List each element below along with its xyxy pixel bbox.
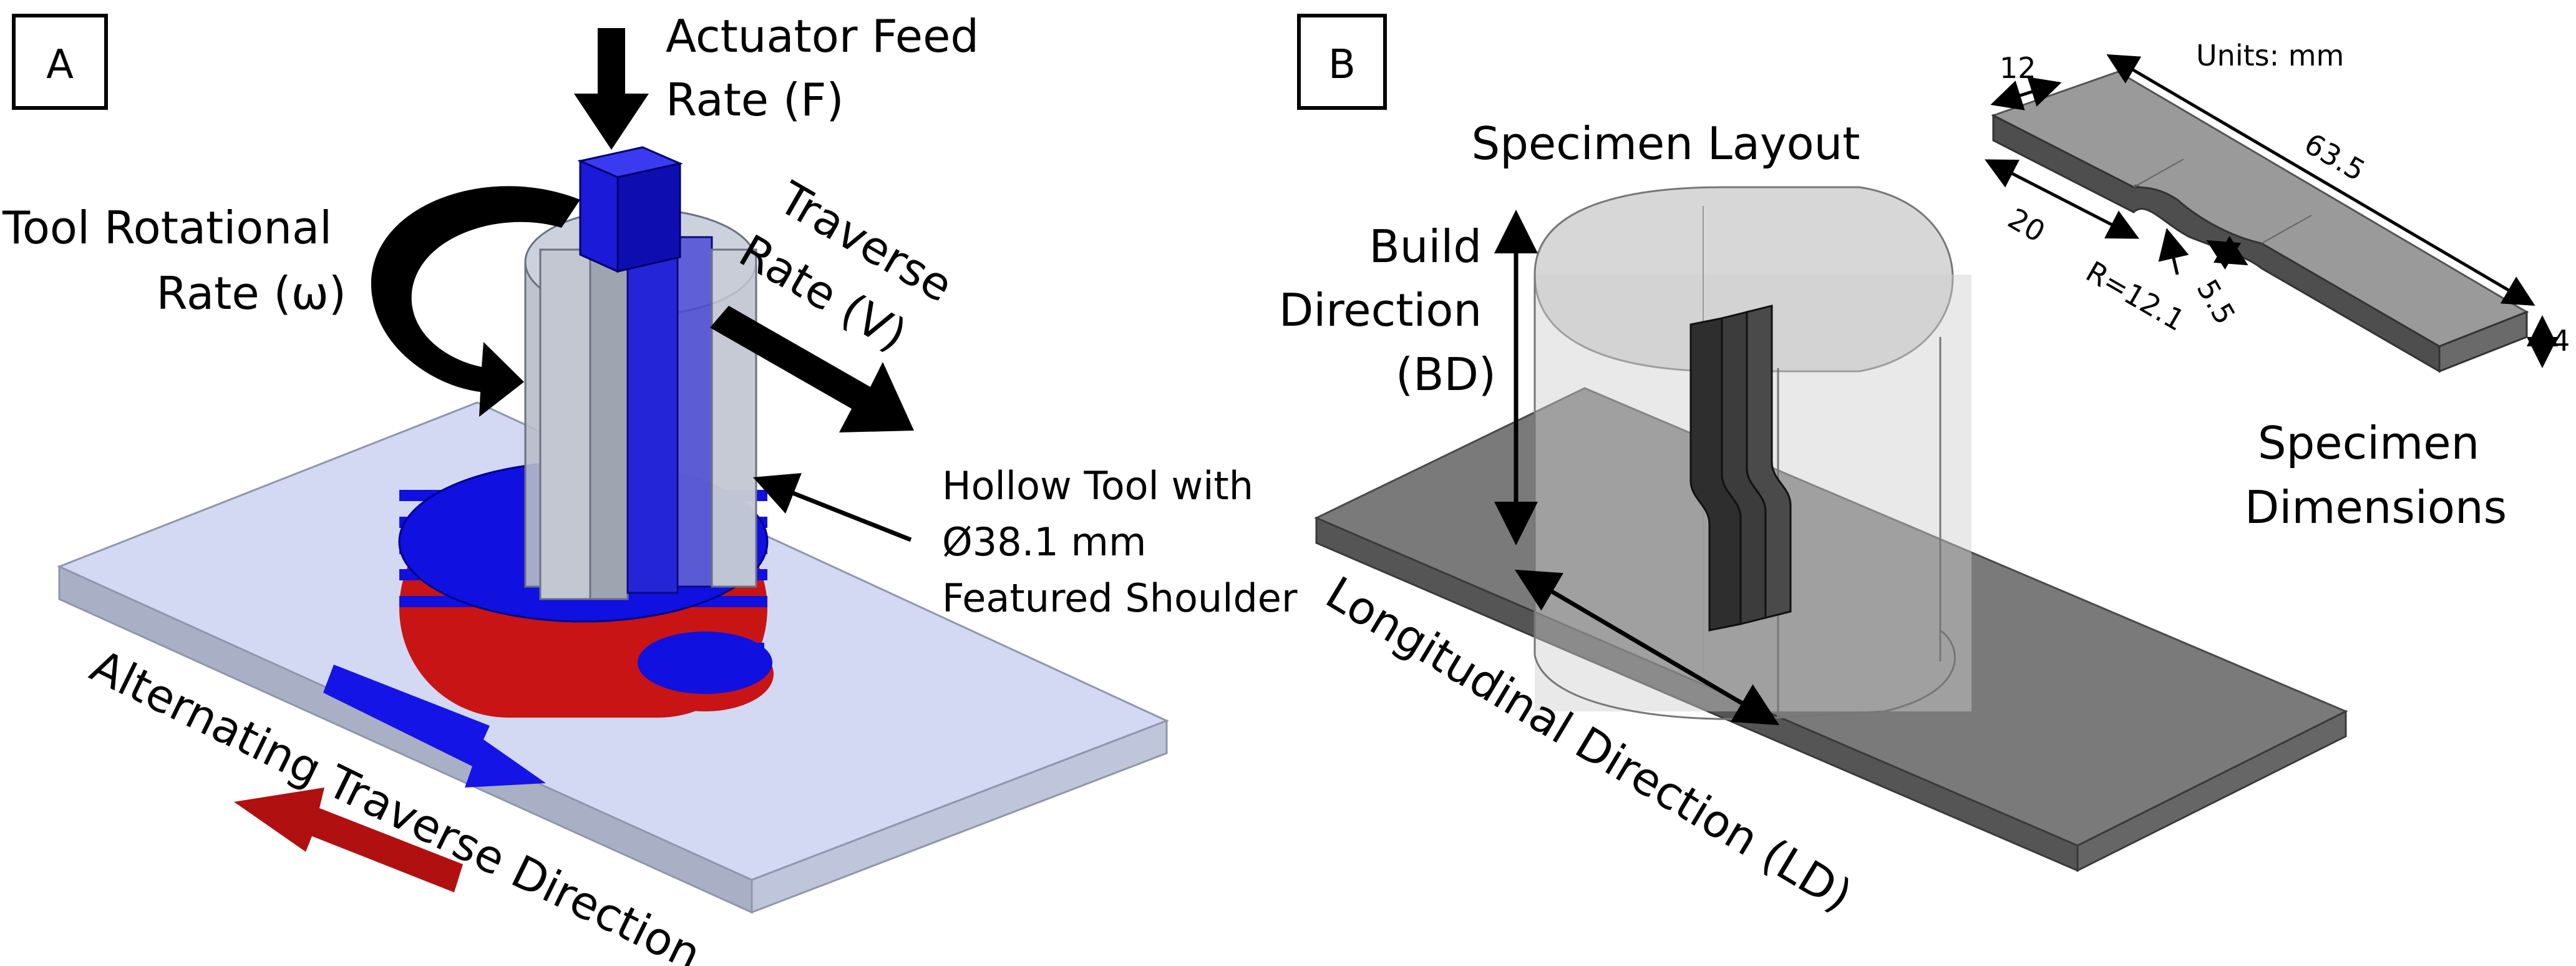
- panel-b: B Specimen Layout Build: [1279, 14, 2570, 922]
- hollow-tool-label: Hollow Tool with Ø38.1 mm Featured Shoul…: [942, 463, 1298, 621]
- dim-63-5: 63.5: [2299, 127, 2371, 188]
- traverse-rate-arrow: [710, 306, 914, 432]
- dim-5-5: 5.5: [2190, 274, 2242, 330]
- panel-b-label: B: [1328, 42, 1356, 88]
- dimension-arrows: [1985, 54, 2558, 368]
- blue-traverse-arrow: [323, 665, 546, 788]
- hollow-tool-pointer: [752, 473, 912, 542]
- specimen-dimensions-label: Specimen Dimensions: [2245, 417, 2507, 534]
- units-label: Units: mm: [2196, 39, 2344, 72]
- panel-a: A: [2, 10, 1298, 966]
- dim-4: 4: [2552, 324, 2570, 358]
- panel-a-label-box: [12, 14, 108, 110]
- actuator-feed-arrow: [574, 28, 649, 150]
- panel-a-label: A: [46, 42, 74, 88]
- specimen-layout-label: Specimen Layout: [1471, 117, 1860, 170]
- tool-rotational-label: Tool Rotational Rate (ω): [2, 202, 346, 320]
- rotation-arrow: [371, 186, 580, 417]
- hollow-tool: [524, 146, 757, 600]
- red-traverse-arrow: [234, 788, 463, 892]
- build-direction-label: Build Direction (BD): [1279, 220, 1496, 401]
- panel-b-label-box: [1297, 14, 1387, 110]
- longitudinal-direction-arrow: [1514, 569, 1780, 726]
- actuator-label: Actuator Feed Rate (F): [666, 10, 993, 126]
- specimen-drawing: [1991, 71, 2529, 373]
- dim-12: 12: [2000, 51, 2036, 85]
- dim-20: 20: [2003, 202, 2051, 249]
